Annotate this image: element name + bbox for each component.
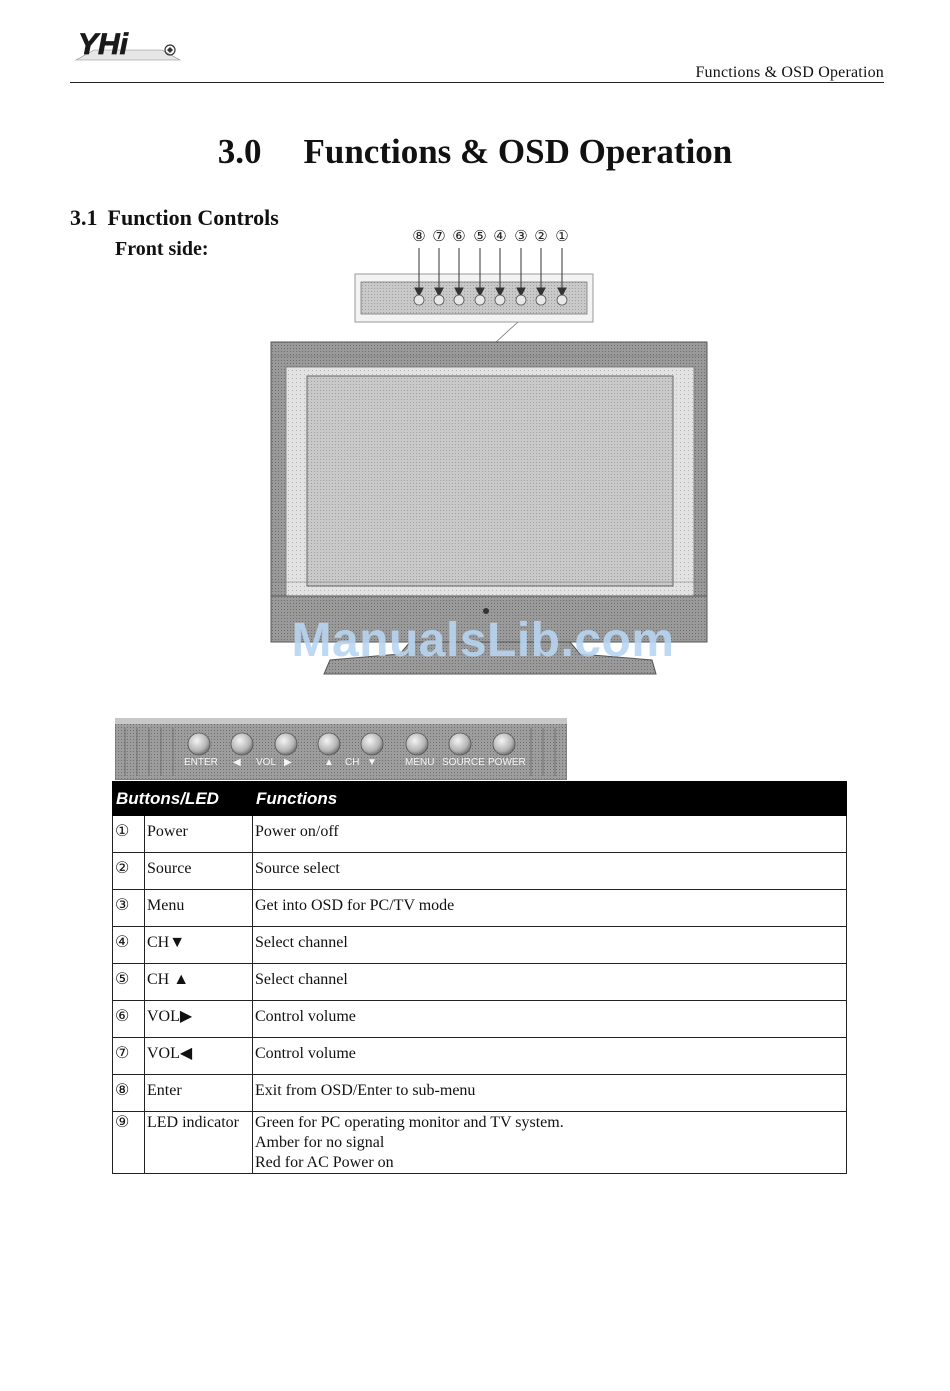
- enter-button-graphic: [187, 732, 211, 756]
- row-number: ①: [112, 815, 145, 853]
- button-name: VOL◀: [144, 1037, 253, 1075]
- panel-label-down-arrow: ▼: [367, 757, 377, 768]
- menu-button-graphic: [405, 732, 429, 756]
- table-row: ⑦ VOL◀ Control volume: [112, 1037, 847, 1075]
- page-title: 3.0 Functions & OSD Operation: [0, 132, 950, 172]
- button-name: VOL▶: [144, 1000, 253, 1038]
- table-row-led: ⑨ LED indicator Green for PC operating m…: [112, 1111, 847, 1174]
- led-green-text: Green for PC operating monitor and TV sy…: [255, 1114, 564, 1131]
- table-row: ② Source Source select: [112, 852, 847, 890]
- callout-2: ②: [534, 227, 547, 245]
- panel-label-source: SOURCE: [442, 757, 485, 768]
- control-panel-illustration: [115, 718, 567, 780]
- led-amber-text: Amber for no signal: [255, 1134, 385, 1151]
- table-header-row: Buttons/LED Functions: [112, 781, 847, 816]
- panel-label-power: POWER: [488, 757, 526, 768]
- section-heading: 3.1 Function Controls: [70, 205, 279, 231]
- led-red-text: Red for AC Power on: [255, 1154, 394, 1171]
- button-function: Select channel: [252, 926, 847, 964]
- panel-label-vol: VOL: [256, 757, 277, 768]
- button-name: Power: [144, 815, 253, 853]
- callout-arrows: [414, 248, 567, 298]
- source-button-graphic: [448, 732, 472, 756]
- row-number: ④: [112, 926, 145, 964]
- row-number: ⑧: [112, 1074, 145, 1112]
- brand-logo: YHi: [74, 28, 182, 61]
- section-title: Function Controls: [107, 205, 279, 230]
- running-header: Functions & OSD Operation: [695, 64, 884, 81]
- panel-label-ch: CH: [345, 757, 360, 768]
- header-divider: [70, 82, 884, 83]
- button-function: Exit from OSD/Enter to sub-menu: [252, 1074, 847, 1112]
- button-name: Enter: [144, 1074, 253, 1112]
- row-number: ⑨: [112, 1111, 145, 1174]
- power-button-graphic: [492, 732, 516, 756]
- button-function: Control volume: [252, 1000, 847, 1038]
- button-function: Source select: [252, 852, 847, 890]
- vol-right-button-graphic: [274, 732, 298, 756]
- button-function: Power on/off: [252, 815, 847, 853]
- panel-label-enter: ENTER: [184, 757, 218, 768]
- table-row: ④ CH▼ Select channel: [112, 926, 847, 964]
- callout-1: ①: [555, 227, 568, 245]
- table-row: ③ Menu Get into OSD for PC/TV mode: [112, 889, 847, 927]
- chapter-title: Functions & OSD Operation: [303, 132, 733, 171]
- callout-4: ④: [493, 227, 506, 245]
- svg-text:YHi: YHi: [78, 28, 129, 61]
- button-name: CH▼: [144, 926, 253, 964]
- button-name: Menu: [144, 889, 253, 927]
- table-row: ⑧ Enter Exit from OSD/Enter to sub-menu: [112, 1074, 847, 1112]
- callout-3: ③: [514, 227, 527, 245]
- table-row: ⑥ VOL▶ Control volume: [112, 1000, 847, 1038]
- header-buttons-led: Buttons/LED: [112, 781, 253, 816]
- button-function: Select channel: [252, 963, 847, 1001]
- button-function: Get into OSD for PC/TV mode: [252, 889, 847, 927]
- button-name: Source: [144, 852, 253, 890]
- panel-label-right-arrow: ▶: [284, 757, 292, 768]
- row-number: ⑦: [112, 1037, 145, 1075]
- header-functions: Functions: [252, 781, 847, 816]
- table-row: ⑤ CH ▲ Select channel: [112, 963, 847, 1001]
- callout-6: ⑥: [452, 227, 465, 245]
- row-number: ③: [112, 889, 145, 927]
- front-side-label: Front side:: [115, 238, 209, 260]
- functions-table: Buttons/LED Functions ① Power Power on/o…: [112, 781, 847, 1174]
- table-row: ① Power Power on/off: [112, 815, 847, 853]
- ch-up-button-graphic: [317, 732, 341, 756]
- button-function: Control volume: [252, 1037, 847, 1075]
- watermark: ManualsLib.com: [291, 614, 675, 667]
- tv-front-illustration: ⑧ ⑦ ⑥ ⑤ ④ ③ ② ①: [270, 227, 708, 675]
- button-name: LED indicator: [144, 1111, 253, 1174]
- vol-left-button-graphic: [230, 732, 254, 756]
- panel-label-up-arrow: ▲: [324, 757, 334, 768]
- led-function-cell: Green for PC operating monitor and TV sy…: [252, 1111, 847, 1174]
- section-number: 3.1: [70, 205, 98, 230]
- panel-label-left-arrow: ◀: [233, 757, 241, 768]
- callout-7: ⑦: [432, 227, 445, 245]
- row-number: ②: [112, 852, 145, 890]
- row-number: ⑤: [112, 963, 145, 1001]
- row-number: ⑥: [112, 1000, 145, 1038]
- callout-8: ⑧: [412, 227, 425, 245]
- ch-down-button-graphic: [360, 732, 384, 756]
- panel-label-menu: MENU: [405, 757, 435, 768]
- callout-5: ⑤: [473, 227, 486, 245]
- button-name: CH ▲: [144, 963, 253, 1001]
- chapter-number: 3.0: [217, 132, 262, 171]
- callout-numbers: ⑧ ⑦ ⑥ ⑤ ④ ③ ② ①: [412, 227, 568, 245]
